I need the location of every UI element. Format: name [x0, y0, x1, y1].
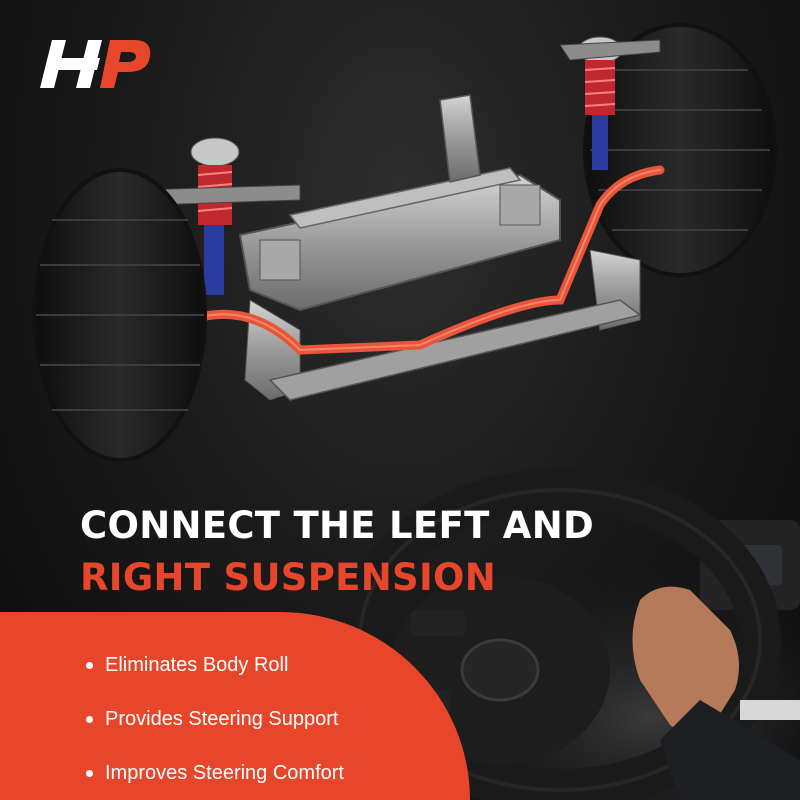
suspension-assembly-image [33, 23, 777, 462]
subframe [238, 94, 642, 401]
bullet-dot-icon [86, 769, 93, 777]
feature-text: Eliminates Body Roll [105, 653, 289, 676]
headline-line-1: CONNECT THE LEFT AND [80, 504, 595, 547]
headline-line-2: RIGHT SUSPENSION [80, 556, 497, 599]
brand-logo-icon [40, 40, 151, 88]
feature-text: Improves Steering Comfort [105, 761, 344, 784]
left-tire [33, 168, 207, 462]
feature-item: Improves Steering Comfort [80, 746, 344, 800]
right-tire [583, 23, 777, 277]
headline: CONNECT THE LEFT AND RIGHT SUSPENSION [80, 500, 594, 604]
right-coilover [559, 36, 661, 170]
feature-item: Provides Steering Support [80, 692, 344, 746]
bullet-dot-icon [86, 715, 93, 723]
feature-text: Provides Steering Support [105, 707, 339, 730]
feature-list: Eliminates Body Roll Provides Steering S… [80, 638, 344, 800]
left-coilover [139, 137, 301, 295]
bullet-dot-icon [86, 661, 93, 669]
feature-item: Eliminates Body Roll [80, 638, 344, 692]
